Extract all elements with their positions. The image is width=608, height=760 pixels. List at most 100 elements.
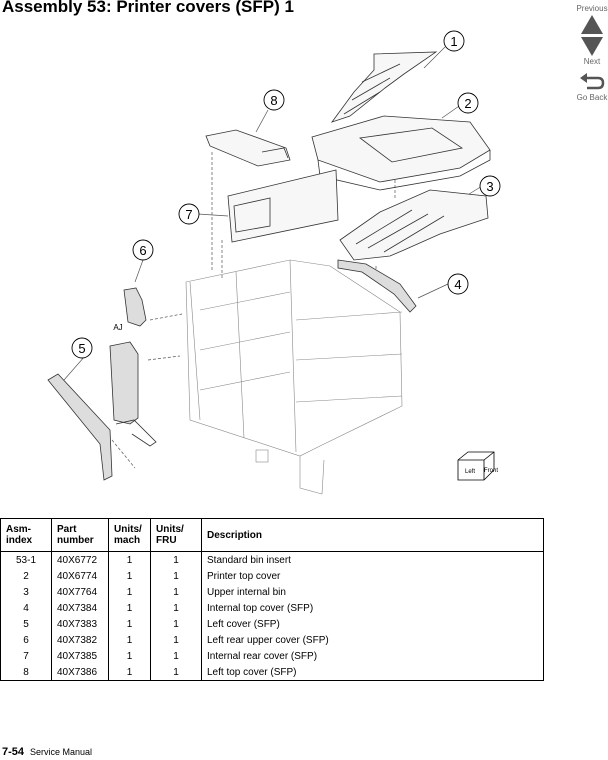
cell-asm-index: 5 (0, 616, 52, 632)
cell-part-number: 40X7382 (51, 632, 109, 648)
cell-units-fru: 1 (150, 568, 202, 584)
orientation-left-label: Left (465, 469, 475, 475)
leader-lines (63, 46, 483, 469)
cell-asm-index: 4 (0, 600, 52, 616)
go-back-label[interactable]: Go Back (576, 93, 608, 102)
cell-units-mach: 1 (108, 551, 151, 568)
part-standard-bin-insert (330, 51, 438, 123)
next-label[interactable]: Next (583, 57, 601, 66)
callout-number: 6 (139, 243, 146, 258)
cell-units-mach: 1 (108, 664, 151, 681)
cell-description: Standard bin insert (201, 551, 544, 568)
cell-part-number: 40X7385 (51, 648, 109, 664)
cell-part-number: 40X7384 (51, 600, 109, 616)
callout-7 (178, 203, 200, 225)
part-left-cover (47, 341, 157, 481)
previous-label[interactable]: Previous (576, 4, 608, 13)
cell-asm-index: 3 (0, 584, 52, 600)
cell-description: Left top cover (SFP) (201, 664, 544, 681)
cell-units-fru: 1 (150, 584, 202, 600)
part-left-rear-upper-cover (123, 287, 147, 327)
header-label: Units/FRU (156, 524, 184, 546)
printer-frame (185, 259, 403, 495)
header-description: Description (201, 518, 544, 552)
cell-units-mach: 1 (108, 632, 151, 648)
part-left-top-cover (205, 129, 291, 167)
orientation-front-label: Front (484, 468, 498, 474)
callout-number: 8 (270, 93, 277, 108)
cell-units-fru: 1 (150, 551, 202, 568)
callout-number: 7 (185, 207, 192, 222)
cell-asm-index: 6 (0, 632, 52, 648)
cell-units-mach: 1 (108, 568, 151, 584)
part-upper-internal-bin (339, 189, 489, 261)
cell-units-fru: 1 (150, 616, 202, 632)
header-label: Units/mach (114, 524, 142, 546)
go-back-icon[interactable] (579, 71, 605, 93)
header-asm-index: Asm-index (0, 518, 52, 552)
callout-5 (71, 337, 93, 359)
part-internal-rear-cover (227, 169, 339, 243)
cell-asm-index: 2 (0, 568, 52, 584)
manual-name: Service Manual (30, 747, 93, 757)
connector-label: AJ (113, 323, 122, 332)
callout-number: 5 (78, 341, 85, 356)
cell-part-number: 40X6772 (51, 551, 109, 568)
callouts (71, 30, 501, 359)
cell-asm-index: 7 (0, 648, 52, 664)
callout-4 (447, 273, 469, 295)
page-footer: 7-54 Service Manual (2, 746, 92, 758)
cell-description: Left rear upper cover (SFP) (201, 632, 544, 648)
header-units-fru: Units/FRU (150, 518, 202, 552)
callout-1 (443, 30, 465, 52)
previous-arrow-icon[interactable] (581, 15, 603, 34)
cell-asm-index: 8 (0, 664, 52, 681)
header-label: Asm-index (6, 524, 33, 546)
callout-number: 1 (450, 34, 457, 49)
callout-8 (263, 89, 285, 111)
cell-part-number: 40X6774 (51, 568, 109, 584)
orientation-box: Left Front (457, 451, 498, 481)
cell-part-number: 40X7764 (51, 584, 109, 600)
callout-number: 4 (454, 277, 461, 292)
page-title: Assembly 53: Printer covers (SFP) 1 (2, 0, 294, 16)
cell-part-number: 40X7386 (51, 664, 109, 681)
header-units-mach: Units/mach (108, 518, 151, 552)
previous-next-arrows (581, 15, 603, 56)
cell-units-fru: 1 (150, 632, 202, 648)
page-number: 7-54 (2, 746, 25, 758)
cell-asm-index: 53-1 (0, 551, 52, 568)
part-internal-top-cover (337, 259, 417, 313)
next-arrow-icon[interactable] (581, 37, 603, 56)
cell-units-fru: 1 (150, 664, 202, 681)
callout-2 (457, 92, 479, 114)
cell-units-mach: 1 (108, 616, 151, 632)
cell-description: Printer top cover (201, 568, 544, 584)
cell-units-fru: 1 (150, 600, 202, 616)
nav-panel: Previous Next Go Back (571, 0, 608, 102)
cell-description: Left cover (SFP) (201, 616, 544, 632)
cell-description: Internal top cover (SFP) (201, 600, 544, 616)
cell-units-fru: 1 (150, 648, 202, 664)
callout-number: 2 (464, 96, 471, 111)
cell-description: Upper internal bin (201, 584, 544, 600)
callout-number: 3 (486, 179, 493, 194)
cell-units-mach: 1 (108, 600, 151, 616)
cell-part-number: 40X7383 (51, 616, 109, 632)
cell-units-mach: 1 (108, 648, 151, 664)
header-label: Description (207, 529, 263, 541)
callout-numbers: 1 2 3 4 5 6 7 8 AJ (78, 34, 493, 356)
cell-description: Internal rear cover (SFP) (201, 648, 544, 664)
